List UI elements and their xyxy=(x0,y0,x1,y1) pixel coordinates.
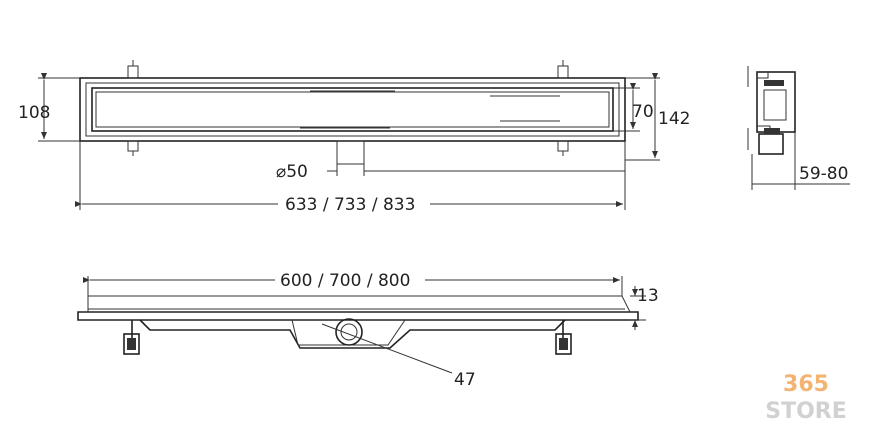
dim-total-height: 142 xyxy=(658,109,690,129)
dim-total-length: 633 / 733 / 833 xyxy=(285,195,415,215)
side-view: 59-80 xyxy=(747,66,850,190)
dim-outlet-diameter: ⌀50 xyxy=(276,162,308,182)
drain-frame-inner xyxy=(85,82,620,137)
dim-grate-length: 600 / 700 / 800 xyxy=(280,271,410,291)
outlet-circle xyxy=(335,318,363,346)
dim-depth-range: 59-80 xyxy=(799,164,848,184)
mounting-foot-right-top xyxy=(557,60,569,79)
top-view: 108 70 142 ⌀50 633 / 733 / 833 xyxy=(18,60,690,215)
front-view: 600 / 700 / 800 13 47 xyxy=(77,271,659,390)
dim-outlet-height: 47 xyxy=(454,370,476,390)
dim-inner-height: 70 xyxy=(632,102,654,122)
store-watermark: 365 STORE xyxy=(765,372,847,424)
grate-inner xyxy=(95,91,610,128)
watermark-store: STORE xyxy=(765,399,847,424)
mounting-foot-left-top xyxy=(127,60,139,79)
grate-outline xyxy=(91,87,614,132)
watermark-number: 365 xyxy=(783,372,829,397)
outlet-pipe xyxy=(336,140,365,165)
leveling-foot-left xyxy=(123,320,140,355)
mounting-foot-left-bottom xyxy=(127,140,139,156)
dim-flange-height: 13 xyxy=(637,286,659,306)
mounting-foot-right-bottom xyxy=(557,140,569,156)
leveling-foot-right xyxy=(555,320,572,355)
dim-height-outer: 108 xyxy=(18,103,50,123)
